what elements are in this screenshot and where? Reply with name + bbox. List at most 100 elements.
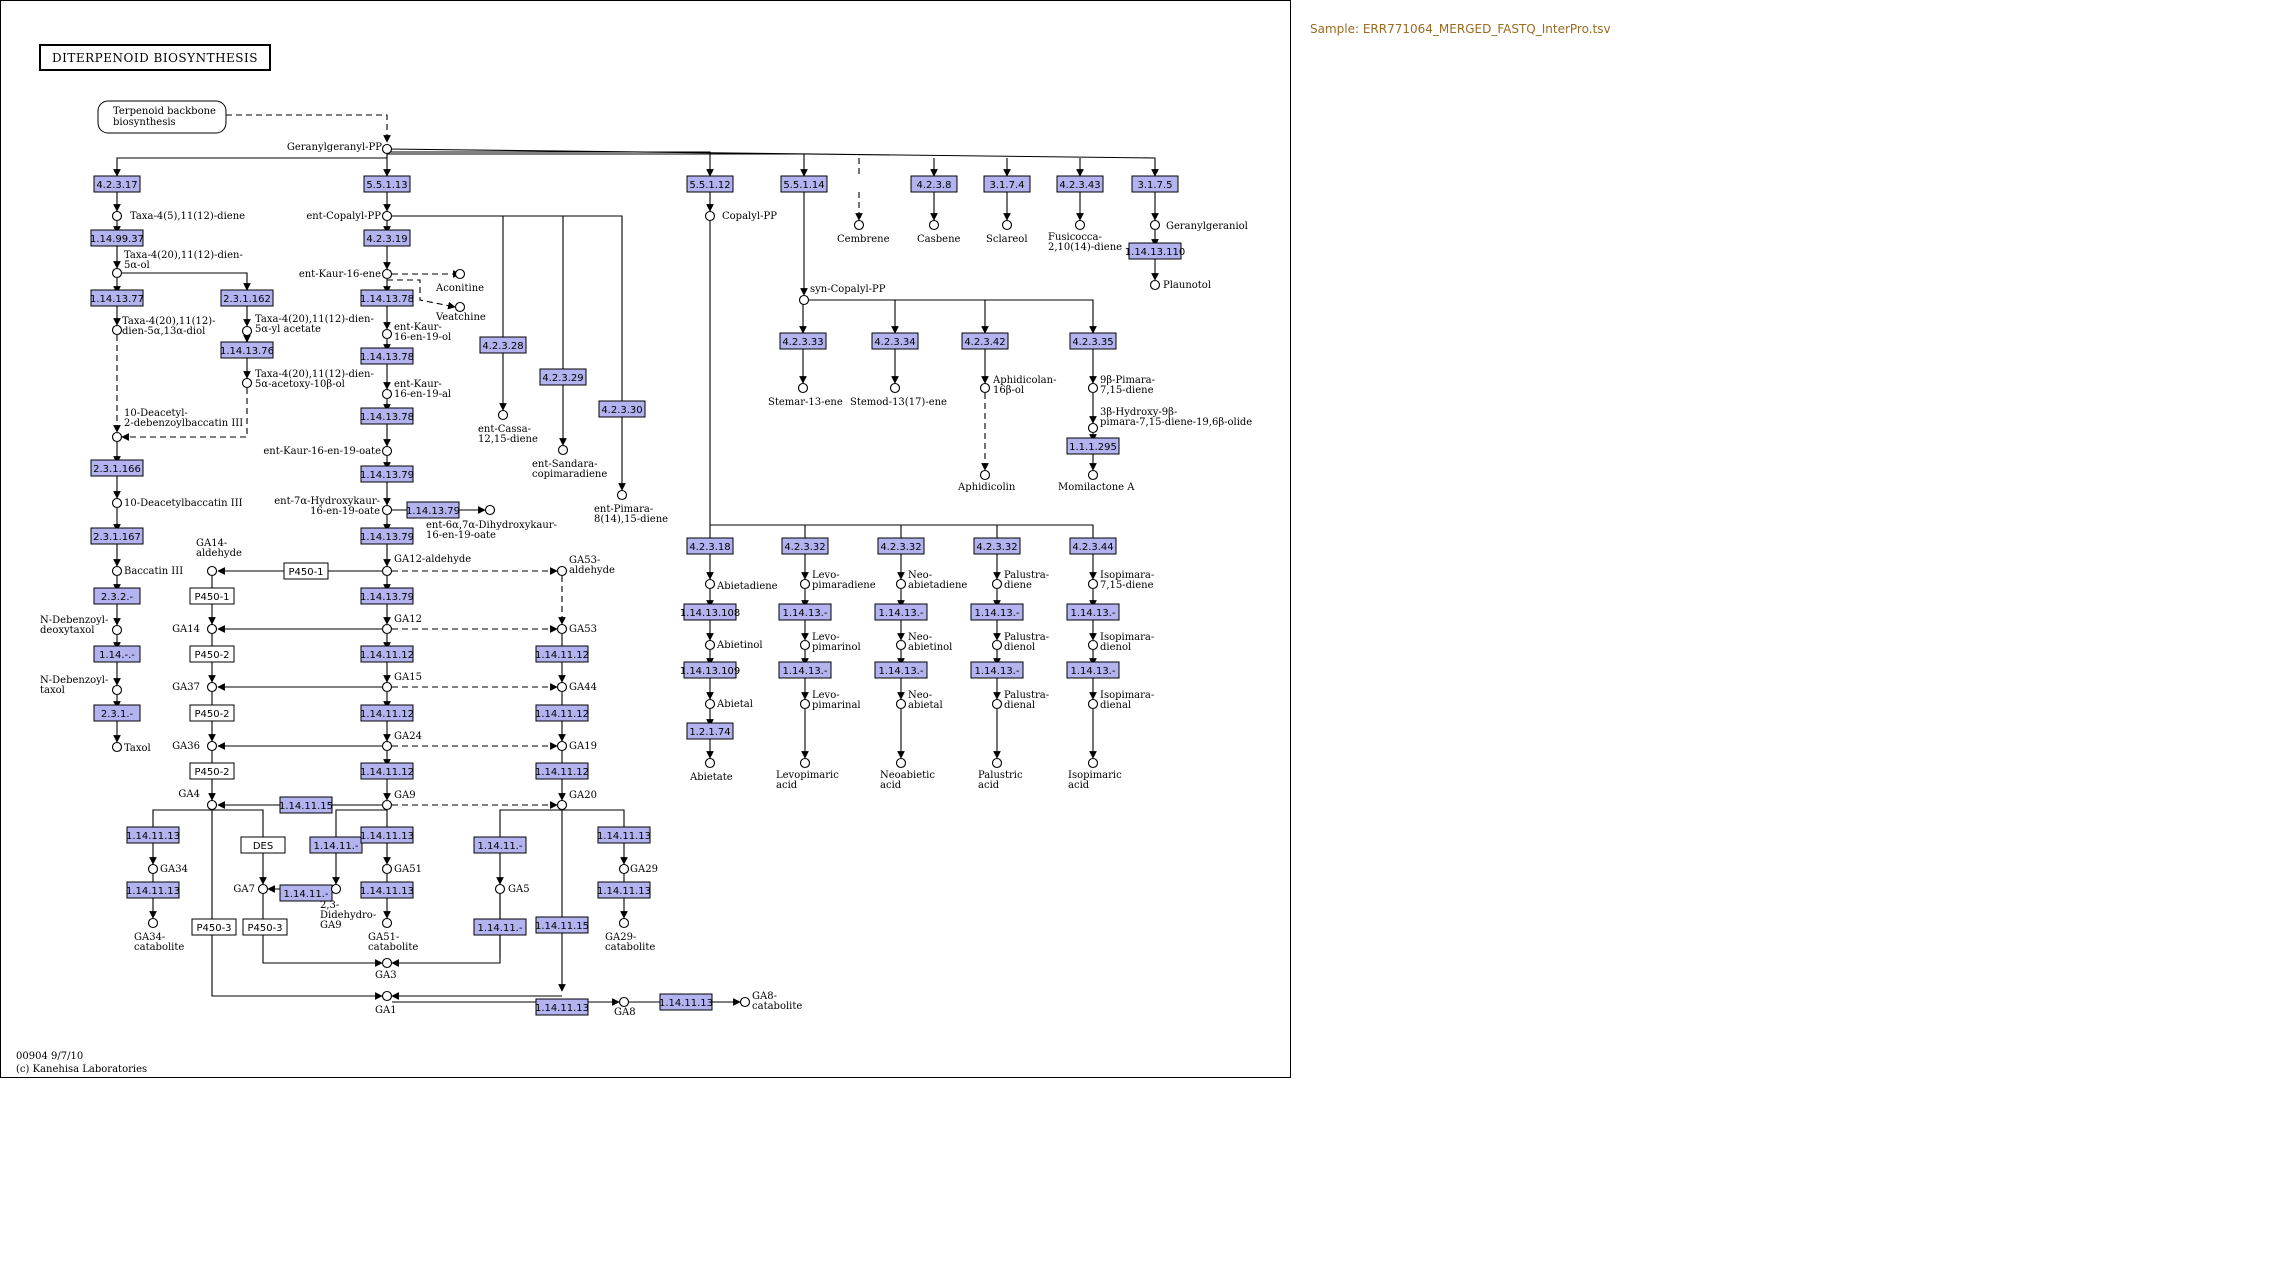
enzyme-box-e20[interactable]: 1.14.11.12	[360, 645, 414, 663]
enzyme-box-e11[interactable]: 5.5.1.13	[363, 175, 411, 193]
enzyme-box-e18[interactable]: 1.14.13.79	[360, 527, 414, 545]
enzyme-box-e38[interactable]: 1.14.11.15	[535, 916, 589, 934]
compound-node-c41[interactable]	[381, 863, 393, 875]
compound-node-c47[interactable]	[381, 990, 393, 1002]
compound-node-c69[interactable]	[704, 639, 716, 651]
enzyme-box-rect[interactable]	[360, 347, 414, 365]
enzyme-box-e25[interactable]: 1.14.11.12	[535, 762, 589, 780]
enzyme-box-rect[interactable]	[961, 332, 1009, 350]
enzyme-box-rect[interactable]	[778, 603, 832, 621]
enzyme-box-rect[interactable]	[360, 704, 414, 722]
enzyme-box-e2[interactable]: 1.14.99.37	[90, 229, 144, 247]
gene-box-rect[interactable]	[240, 836, 286, 854]
enzyme-box-rect[interactable]	[360, 826, 414, 844]
enzyme-box-e29[interactable]: 1.14.11.15	[279, 796, 333, 814]
compound-node-c53[interactable]	[704, 210, 716, 222]
pathway-link-terpenoid-backbone[interactable]	[97, 100, 227, 134]
enzyme-box-rect[interactable]	[683, 603, 737, 621]
enzyme-box-rect[interactable]	[360, 407, 414, 425]
compound-node-c6[interactable]	[241, 377, 253, 389]
gene-box-g4[interactable]: P450-2	[189, 704, 235, 722]
enzyme-box-e1[interactable]: 4.2.3.17	[93, 175, 141, 193]
enzyme-box-e49[interactable]: 1.14.13.110	[1125, 242, 1185, 260]
enzyme-box-rect[interactable]	[539, 368, 587, 386]
enzyme-box-rect[interactable]	[874, 603, 928, 621]
enzyme-box-rect[interactable]	[659, 993, 713, 1011]
enzyme-box-rect[interactable]	[126, 881, 180, 899]
enzyme-box-e13[interactable]: 1.14.13.78	[360, 289, 414, 307]
enzyme-box-rect[interactable]	[686, 722, 734, 740]
compound-node-c78[interactable]	[895, 698, 907, 710]
enzyme-box-e51[interactable]: 4.2.3.34	[871, 332, 919, 350]
compound-node-c68[interactable]	[704, 578, 716, 590]
enzyme-box-rect[interactable]	[93, 587, 141, 605]
compound-node-c59[interactable]	[1149, 279, 1161, 291]
compound-node-c87[interactable]	[1087, 757, 1099, 769]
enzyme-box-e35[interactable]: 1.14.11.13	[360, 881, 414, 899]
enzyme-box-rect[interactable]	[535, 762, 589, 780]
compound-node-c54[interactable]	[853, 219, 865, 231]
enzyme-box-rect[interactable]	[1069, 537, 1117, 555]
enzyme-box-rect[interactable]	[220, 289, 274, 307]
enzyme-box-e62[interactable]: 4.2.3.32	[877, 537, 925, 555]
enzyme-box-rect[interactable]	[90, 289, 144, 307]
compound-node-c23[interactable]	[206, 565, 218, 577]
enzyme-box-rect[interactable]	[871, 332, 919, 350]
enzyme-box-e50[interactable]: 4.2.3.33	[779, 332, 827, 350]
enzyme-box-rect[interactable]	[686, 175, 734, 193]
enzyme-box-e60[interactable]: 1.14.13.-	[778, 603, 832, 621]
gene-box-rect[interactable]	[191, 918, 237, 936]
compound-node-c12[interactable]	[111, 741, 123, 753]
compound-node-c48[interactable]	[618, 996, 630, 1008]
compound-node-c22[interactable]	[381, 565, 393, 577]
enzyme-box-e54[interactable]: 1.1.1.295	[1066, 437, 1120, 455]
compound-node-c74[interactable]	[799, 698, 811, 710]
compound-node-c24[interactable]	[556, 565, 568, 577]
compound-node-c10[interactable]	[111, 624, 123, 636]
enzyme-box-e58[interactable]: 1.2.1.74	[686, 722, 734, 740]
compound-node-c29[interactable]	[206, 681, 218, 693]
enzyme-box-e5[interactable]: 1.14.13.76	[220, 341, 274, 359]
enzyme-box-e67[interactable]: 1.14.13.-	[970, 661, 1024, 679]
enzyme-box-e28[interactable]: 4.2.3.30	[598, 400, 646, 418]
enzyme-box-rect[interactable]	[535, 645, 589, 663]
compound-node-c45[interactable]	[618, 917, 630, 929]
compound-node-c38[interactable]	[147, 917, 159, 929]
enzyme-box-rect[interactable]	[363, 175, 411, 193]
enzyme-box-rect[interactable]	[93, 645, 141, 663]
gene-box-g2[interactable]: P450-1	[189, 587, 235, 605]
compound-node-c14[interactable]	[381, 268, 393, 280]
gene-box-g5[interactable]: P450-2	[189, 762, 235, 780]
compound-node-c82[interactable]	[991, 698, 1003, 710]
enzyme-box-e45[interactable]: 4.2.3.8	[910, 175, 958, 193]
enzyme-box-rect[interactable]	[1066, 437, 1120, 455]
enzyme-box-rect[interactable]	[781, 537, 829, 555]
compound-node-c19[interactable]	[381, 445, 393, 457]
enzyme-box-rect[interactable]	[360, 527, 414, 545]
compound-node-c49[interactable]	[739, 996, 751, 1008]
gene-box-rect[interactable]	[189, 762, 235, 780]
enzyme-box-rect[interactable]	[93, 704, 141, 722]
enzyme-box-rect[interactable]	[406, 501, 460, 519]
enzyme-box-rect[interactable]	[363, 229, 411, 247]
compound-node-c55[interactable]	[928, 219, 940, 231]
compound-node-c20[interactable]	[381, 504, 393, 516]
enzyme-box-e33[interactable]: 1.14.11.-	[279, 884, 333, 902]
enzyme-box-rect[interactable]	[360, 587, 414, 605]
enzyme-box-rect[interactable]	[126, 826, 180, 844]
enzyme-box-rect[interactable]	[309, 836, 363, 854]
compound-node-c7[interactable]	[111, 431, 123, 443]
enzyme-box-rect[interactable]	[279, 884, 333, 902]
compound-node-c4[interactable]	[111, 324, 123, 336]
compound-node-c17[interactable]	[381, 328, 393, 340]
compound-node-c5[interactable]	[241, 325, 253, 337]
enzyme-box-rect[interactable]	[1131, 175, 1179, 193]
enzyme-box-rect[interactable]	[983, 175, 1031, 193]
enzyme-box-rect[interactable]	[1056, 175, 1104, 193]
compound-node-c52[interactable]	[616, 489, 628, 501]
enzyme-box-e30[interactable]: 1.14.11.13	[126, 826, 180, 844]
enzyme-box-e55[interactable]: 4.2.3.18	[686, 537, 734, 555]
compound-node-c1[interactable]	[381, 143, 393, 155]
compound-node-c21[interactable]	[484, 504, 496, 516]
compound-node-c40[interactable]	[330, 883, 342, 895]
